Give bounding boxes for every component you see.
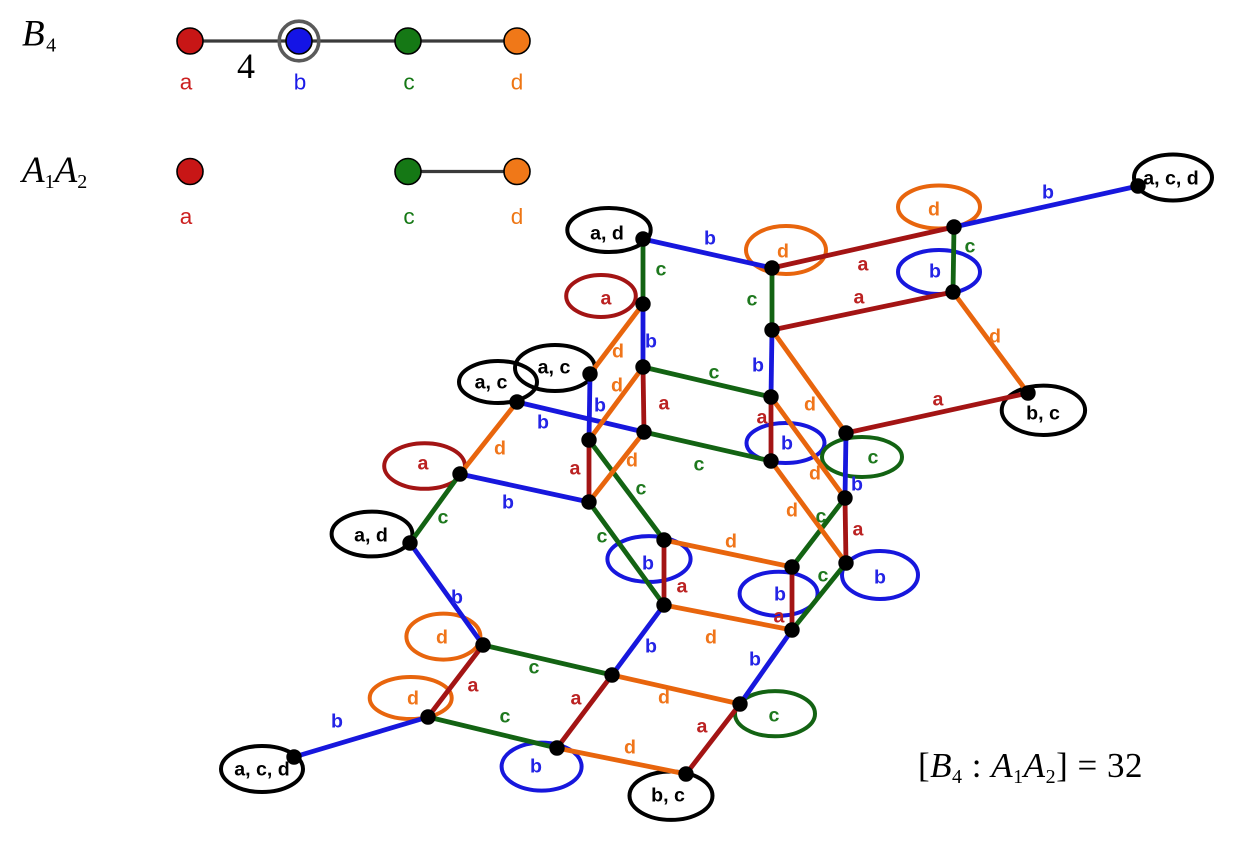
svg-text:b: b bbox=[1042, 182, 1054, 204]
svg-text:b: b bbox=[749, 649, 761, 671]
svg-text:4: 4 bbox=[237, 46, 255, 86]
svg-text:a: a bbox=[180, 70, 193, 95]
svg-text:a: a bbox=[854, 287, 866, 309]
svg-text:c: c bbox=[403, 204, 414, 229]
svg-text:d: d bbox=[658, 687, 670, 709]
svg-text:d: d bbox=[511, 70, 524, 95]
svg-text:c: c bbox=[694, 454, 705, 476]
svg-text:a: a bbox=[757, 407, 769, 429]
svg-text:d: d bbox=[809, 463, 821, 485]
svg-text:d: d bbox=[494, 438, 506, 460]
svg-text:a: a bbox=[570, 458, 582, 480]
svg-text:a: a bbox=[774, 606, 786, 628]
svg-text:b: b bbox=[645, 636, 657, 658]
svg-text:d: d bbox=[777, 241, 789, 263]
svg-text:a: a bbox=[418, 453, 430, 475]
svg-text:a, c, d: a, c, d bbox=[234, 759, 290, 781]
svg-text:d: d bbox=[725, 531, 737, 553]
svg-text:c: c bbox=[747, 289, 758, 311]
svg-text:a, c: a, c bbox=[475, 372, 508, 394]
svg-text:d: d bbox=[804, 394, 816, 416]
svg-text:d: d bbox=[624, 737, 636, 759]
svg-text:d: d bbox=[928, 199, 940, 221]
svg-text:[B4 : A1A2] = 32: [B4 : A1A2] = 32 bbox=[918, 746, 1143, 788]
svg-text:c: c bbox=[403, 70, 414, 95]
svg-text:b: b bbox=[537, 412, 549, 434]
svg-text:b: b bbox=[781, 433, 793, 455]
svg-text:b: b bbox=[874, 567, 886, 589]
svg-text:d: d bbox=[989, 326, 1001, 348]
svg-text:a, d: a, d bbox=[354, 525, 388, 547]
svg-text:c: c bbox=[769, 705, 780, 727]
svg-text:d: d bbox=[786, 500, 798, 522]
svg-text:d: d bbox=[705, 627, 717, 649]
svg-text:b: b bbox=[294, 70, 307, 95]
svg-text:c: c bbox=[636, 478, 647, 500]
svg-text:a: a bbox=[180, 204, 193, 229]
svg-text:b: b bbox=[645, 331, 657, 353]
svg-text:c: c bbox=[438, 507, 449, 529]
svg-text:b, c: b, c bbox=[651, 785, 685, 807]
svg-text:c: c bbox=[965, 236, 976, 258]
svg-text:c: c bbox=[818, 565, 829, 587]
svg-text:d: d bbox=[626, 450, 638, 472]
svg-text:a: a bbox=[697, 716, 709, 738]
svg-text:b, c: b, c bbox=[1026, 403, 1060, 425]
svg-text:b: b bbox=[704, 228, 716, 250]
svg-text:c: c bbox=[816, 506, 827, 528]
svg-text:a: a bbox=[468, 675, 480, 697]
svg-text:b: b bbox=[851, 474, 863, 496]
svg-text:b: b bbox=[451, 587, 463, 609]
svg-text:c: c bbox=[709, 362, 720, 384]
svg-text:b: b bbox=[502, 492, 514, 514]
svg-text:c: c bbox=[597, 526, 608, 548]
svg-text:a: a bbox=[601, 288, 613, 310]
svg-text:d: d bbox=[611, 375, 623, 397]
svg-text:d: d bbox=[511, 204, 524, 229]
svg-text:c: c bbox=[656, 259, 667, 281]
svg-text:a: a bbox=[858, 254, 870, 276]
svg-text:A1A2: A1A2 bbox=[19, 150, 87, 193]
svg-text:b: b bbox=[530, 756, 542, 778]
svg-text:c: c bbox=[529, 657, 540, 679]
svg-text:c: c bbox=[500, 706, 511, 728]
svg-text:b: b bbox=[774, 584, 786, 606]
svg-text:d: d bbox=[612, 341, 624, 363]
svg-text:a: a bbox=[933, 389, 945, 411]
svg-text:b: b bbox=[642, 553, 654, 575]
svg-text:c: c bbox=[868, 447, 879, 469]
svg-text:a: a bbox=[659, 393, 671, 415]
svg-text:a, c, d: a, c, d bbox=[1143, 168, 1199, 190]
svg-text:a, d: a, d bbox=[590, 223, 624, 245]
svg-text:d: d bbox=[407, 688, 419, 710]
svg-text:b: b bbox=[929, 261, 941, 283]
svg-text:a: a bbox=[571, 688, 583, 710]
svg-text:a, c: a, c bbox=[538, 357, 571, 379]
svg-text:b: b bbox=[594, 395, 606, 417]
svg-text:a: a bbox=[677, 576, 689, 598]
svg-text:a: a bbox=[853, 519, 865, 541]
svg-text:d: d bbox=[436, 627, 448, 649]
svg-text:b: b bbox=[331, 711, 343, 733]
svg-text:b: b bbox=[752, 355, 764, 377]
